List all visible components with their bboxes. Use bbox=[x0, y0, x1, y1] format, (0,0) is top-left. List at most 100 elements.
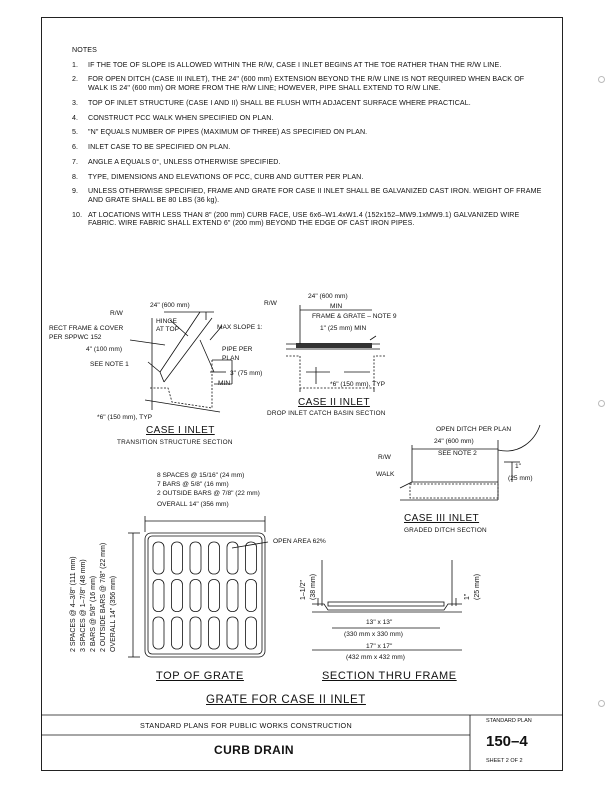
note-item: 9. UNLESS OTHERWISE SPECIFIED, FRAME AND … bbox=[72, 187, 542, 204]
grate-slot bbox=[171, 579, 183, 612]
case3-drawing bbox=[399, 424, 541, 501]
note-text: IF THE TOE OF SLOPE IS ALLOWED WITHIN TH… bbox=[88, 60, 502, 69]
grate-slot bbox=[226, 541, 239, 575]
case1-plan: PLAN bbox=[222, 355, 240, 362]
case1-dim-6: *6" (150 mm), TYP bbox=[97, 414, 152, 421]
note-item: 8.TYPE, DIMENSIONS AND ELEVATIONS OF PCC… bbox=[72, 173, 542, 182]
case1-rw-label: R/W bbox=[110, 310, 123, 317]
grate-side-4: 2 OUTSIDE BARS @ 7/8" (22 mm) bbox=[100, 542, 107, 652]
grate-side-2: 3 SPACES @ 1–7/8" (48 mm) bbox=[80, 559, 87, 652]
note-item: 1. IF THE TOE OF SLOPE IS ALLOWED WITHIN … bbox=[72, 61, 542, 70]
note-item: 4. CONSTRUCT PCC WALK WHEN SPECIFIED ON P… bbox=[72, 114, 542, 123]
grate-slot bbox=[189, 541, 202, 575]
main-title: GRATE FOR CASE II INLET bbox=[206, 694, 366, 706]
case2-dim-6: *6" (150 mm), TYP bbox=[330, 381, 385, 388]
grate-slot bbox=[208, 541, 220, 575]
note-text: TOP OF INLET STRUCTURE (CASE I AND II) S… bbox=[88, 98, 471, 107]
frame-dim-432: (432 mm x 432 mm) bbox=[346, 654, 405, 661]
case3-dim-1: 1" bbox=[515, 463, 522, 470]
grate-slot bbox=[208, 616, 220, 650]
grate-slot bbox=[245, 579, 257, 612]
note-text: UNLESS OTHERWISE SPECIFIED, FRAME AND GR… bbox=[88, 187, 542, 205]
frame-title: SECTION THRU FRAME bbox=[322, 670, 457, 682]
case2-dim-1: 1" (25 mm) MIN bbox=[320, 325, 367, 332]
case3-walk: WALK bbox=[376, 471, 395, 478]
case3-title: CASE III INLET bbox=[404, 513, 480, 524]
note-item: 5. "N" EQUALS NUMBER OF PIPES (MAXIMUM OF… bbox=[72, 128, 542, 137]
note-text: AT LOCATIONS WITH LESS THAN 8" (200 mm) … bbox=[88, 210, 520, 228]
case1-drawing bbox=[129, 311, 233, 413]
notes-heading: NOTES bbox=[72, 46, 97, 54]
frame-dim-right-1: 1" bbox=[464, 593, 471, 600]
title-block-name: CURB DRAIN bbox=[214, 743, 294, 757]
grate-slot bbox=[208, 579, 220, 612]
case2-dim-24: 24" (600 mm) bbox=[308, 293, 348, 300]
case3-open-ditch: OPEN DITCH PER PLAN bbox=[436, 426, 512, 433]
title-block-plan-number: 150–4 bbox=[486, 733, 528, 750]
note-item: 7.ANGLE A EQUALS 0°, UNLESS OTHERWISE SP… bbox=[72, 158, 542, 167]
note-item: 2.FOR OPEN DITCH (CASE III INLET), THE 2… bbox=[72, 75, 542, 92]
case1-at-top: AT TOP bbox=[156, 326, 179, 333]
case2-title: CASE II INLET bbox=[298, 397, 370, 408]
note-text: "N" EQUALS NUMBER OF PIPES (MAXIMUM OF T… bbox=[88, 128, 368, 137]
note-number: 6. bbox=[72, 143, 79, 152]
title-block-plan-label: STANDARD PLAN bbox=[486, 718, 532, 724]
case2-subtitle: DROP INLET CATCH BASIN SECTION bbox=[267, 410, 386, 417]
case1-hinge: HINGE bbox=[156, 318, 177, 325]
frame-dim-17: 17" x 17" bbox=[366, 643, 393, 650]
note-number: 1. bbox=[72, 60, 79, 69]
note-number: 4. bbox=[72, 113, 79, 122]
case1-see-note: SEE NOTE 1 bbox=[90, 361, 129, 368]
case1-max-slope: MAX SLOPE 1: bbox=[217, 324, 263, 331]
case1-per-spec: PER SPPWC 152 bbox=[49, 334, 102, 341]
grate-side-3: 2 BARS @ 5/8" (16 mm) bbox=[90, 575, 97, 652]
frame-dim-right-2: (25 mm) bbox=[474, 573, 481, 600]
grate-side-1: 2 SPACES @ 4–3/8" (111 mm) bbox=[70, 556, 77, 652]
case3-rw-label: R/W bbox=[378, 454, 391, 461]
grate-line-2: 7 BARS @ 5/8" (16 mm) bbox=[157, 481, 229, 488]
note-number: 7. bbox=[72, 157, 79, 166]
frame-dim-left-1: 1–1/2" bbox=[300, 579, 307, 600]
note-item: 6.INLET CASE TO BE SPECIFIED ON PLAN. bbox=[72, 143, 542, 152]
drawing-sheet-border bbox=[41, 17, 563, 771]
note-number: 2. bbox=[72, 75, 79, 84]
case1-dim-4: 4" (100 mm) bbox=[86, 346, 123, 353]
grate-drawing bbox=[128, 516, 269, 658]
punch-hole-middle bbox=[598, 400, 605, 407]
grate-slot bbox=[152, 616, 165, 650]
grate-slot bbox=[171, 541, 183, 575]
grate-slot bbox=[189, 616, 202, 650]
grate-open-area: OPEN AREA 62% bbox=[273, 538, 326, 545]
grate-line-1: 8 SPACES @ 15/16" (24 mm) bbox=[157, 472, 245, 479]
grate-slot bbox=[152, 541, 165, 575]
title-block-header: STANDARD PLANS FOR PUBLIC WORKS CONSTRUC… bbox=[140, 721, 352, 730]
frame-dim-13: 13" x 13" bbox=[366, 619, 393, 626]
grate-line-3: 2 OUTSIDE BARS @ 7/8" (22 mm) bbox=[157, 490, 260, 497]
case3-dim-24: 24" (600 mm) bbox=[434, 438, 474, 445]
note-number: 5. bbox=[72, 128, 79, 137]
grate-title: TOP OF GRATE bbox=[156, 670, 244, 682]
case2-rw-label: R/W bbox=[264, 300, 277, 307]
grate-line-4: OVERALL 14" (356 mm) bbox=[157, 501, 229, 508]
note-text: CONSTRUCT PCC WALK WHEN SPECIFIED ON PLA… bbox=[88, 113, 274, 122]
case1-dim-24: 24" (600 mm) bbox=[150, 302, 190, 309]
notes-section: NOTES 1. IF THE TOE OF SLOPE IS ALLOWED W… bbox=[72, 46, 542, 234]
note-number: 8. bbox=[72, 172, 79, 181]
case1-min: MIN bbox=[218, 380, 231, 387]
notes-list: 1. IF THE TOE OF SLOPE IS ALLOWED WITHIN … bbox=[72, 61, 542, 228]
frame-drawing bbox=[312, 560, 462, 651]
grate-slot bbox=[152, 579, 165, 612]
case1-dim-3: 3" (75 mm) bbox=[230, 370, 263, 377]
note-number: 3. bbox=[72, 98, 79, 107]
punch-hole-top bbox=[598, 76, 605, 83]
case1-pipe-per: PIPE PER bbox=[222, 346, 253, 353]
note-number: 9. bbox=[72, 187, 79, 196]
grate-slot bbox=[189, 579, 202, 612]
case1-title: CASE I INLET bbox=[146, 425, 215, 436]
case1-rect-frame: RECT FRAME & COVER bbox=[49, 325, 124, 332]
case1-subtitle: TRANSITION STRUCTURE SECTION bbox=[117, 439, 233, 446]
case2-min: MIN bbox=[330, 303, 343, 310]
punch-hole-bottom bbox=[598, 700, 605, 707]
grate-slot bbox=[245, 616, 257, 650]
